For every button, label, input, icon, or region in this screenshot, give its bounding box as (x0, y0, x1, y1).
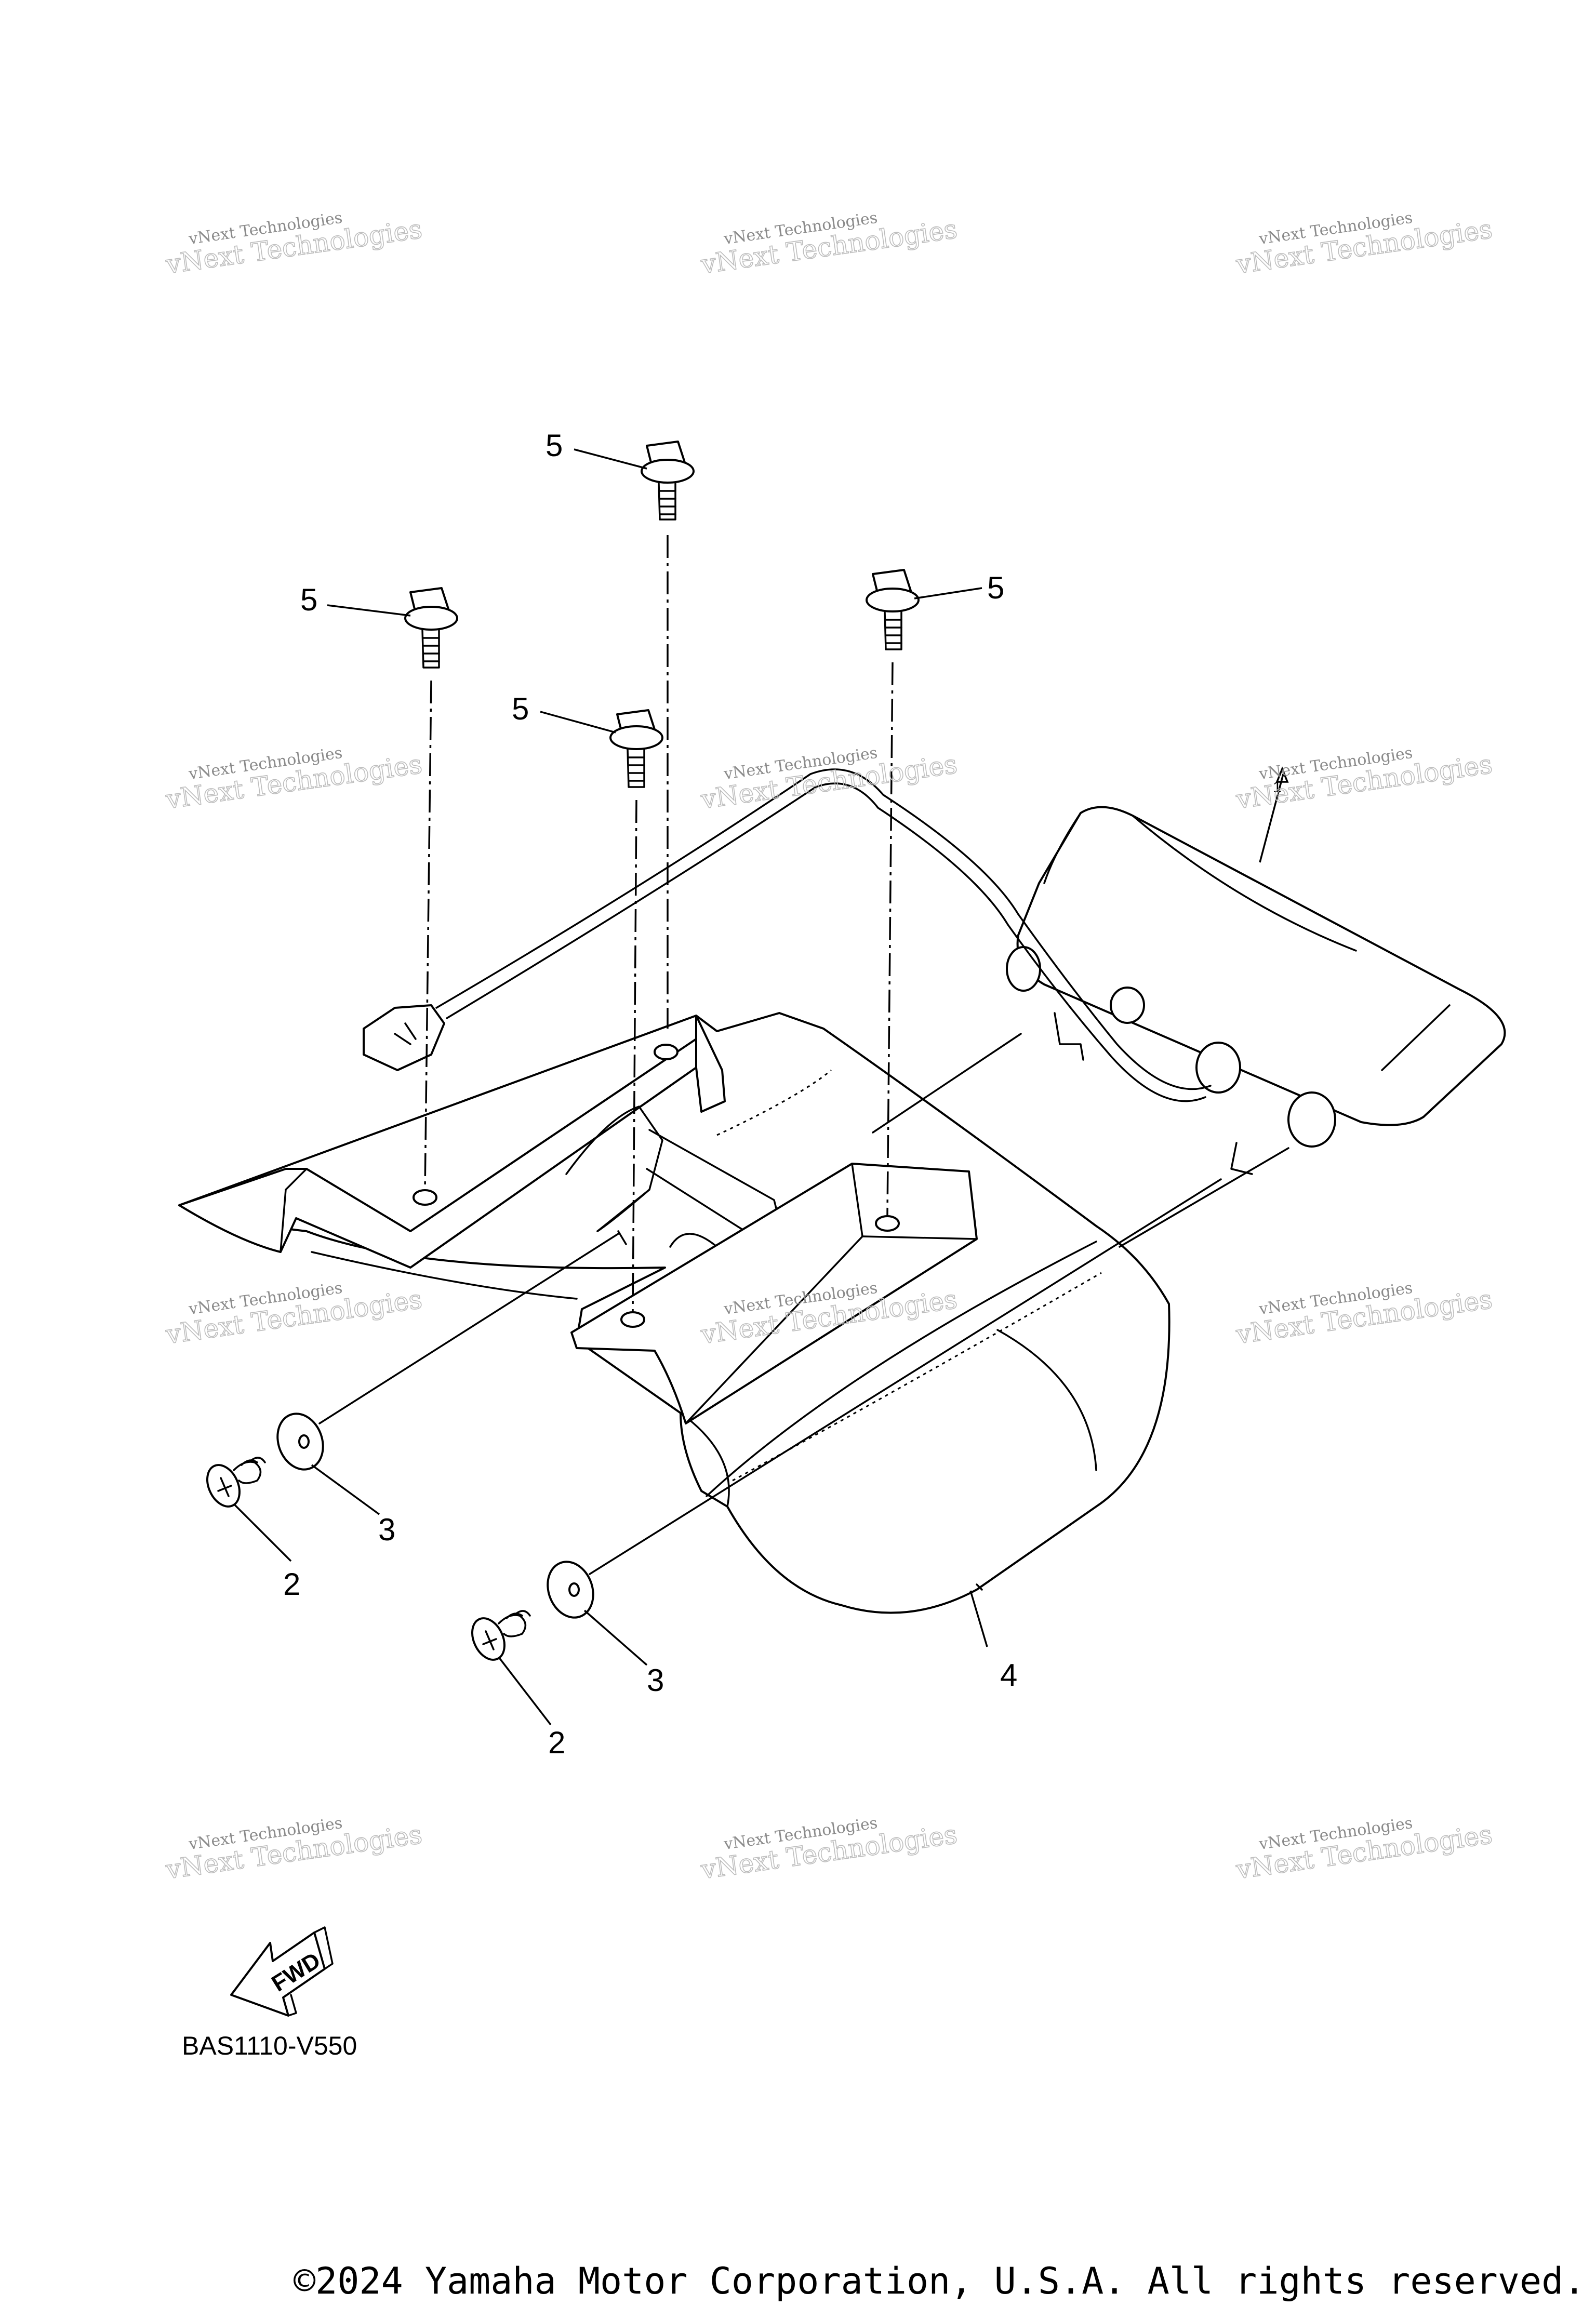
turn-signal-mount-center (1195, 1042, 1241, 1094)
watermark: vNext Technologies vNext Technologies (1233, 1814, 1495, 1886)
bolt-hole (413, 1189, 437, 1206)
screw-right (471, 1610, 531, 1661)
watermark: vNext Technologies vNext Technologies (1233, 1279, 1495, 1351)
callout-5-left: 5 (300, 582, 317, 617)
forward-direction-arrow: FWD (230, 1926, 334, 2017)
callout-5-right: 5 (987, 570, 1004, 605)
mount-boss (1110, 987, 1145, 1024)
copyright-notice: ©2024 Yamaha Motor Corporation, U.S.A. A… (294, 2260, 1585, 2302)
washer-left (276, 1413, 324, 1471)
tail-light-assembly (363, 768, 1506, 1175)
bolt-hole (620, 1311, 645, 1328)
diagram-code: BAS1110-V550 (182, 2031, 357, 2060)
flange-bolt-4 (609, 709, 663, 788)
wiring-connector (363, 1004, 445, 1071)
rear-fender (178, 1012, 1171, 1614)
callout-4: 4 (1000, 1658, 1017, 1693)
watermark: vNext Technologies vNext Technologies (698, 744, 960, 816)
turn-signal-mount-right (1287, 1091, 1336, 1148)
watermark: vNext Technologies vNext Technologies (698, 1814, 960, 1886)
bolt-hole (875, 1215, 900, 1232)
callout-2-left: 2 (283, 1567, 300, 1602)
watermark: vNext Technologies vNext Technologies (698, 209, 960, 281)
watermark: vNext Technologies vNext Technologies (1233, 209, 1495, 281)
screw-left (206, 1457, 266, 1508)
callout-3-left: 3 (378, 1512, 395, 1547)
turn-signal-mount-left (1006, 946, 1041, 992)
watermark: vNext Technologies vNext Technologies (163, 209, 424, 281)
callout-5-top: 5 (546, 428, 563, 463)
watermark: vNext Technologies vNext Technologies (1233, 744, 1495, 816)
callout-1: 1 (1273, 779, 1282, 796)
bolt-hole (654, 1044, 679, 1060)
callout-3-right: 3 (647, 1663, 664, 1698)
washer-right (547, 1561, 594, 1619)
flange-bolt-1 (641, 441, 695, 521)
watermark: vNext Technologies vNext Technologies (163, 744, 424, 816)
callout-5-middle: 5 (512, 691, 529, 726)
flange-bolt-3 (866, 569, 920, 650)
watermark: vNext Technologies vNext Technologies (163, 1279, 424, 1351)
callout-2-right: 2 (548, 1725, 565, 1760)
watermark: vNext Technologies vNext Technologies (163, 1814, 424, 1886)
flange-bolt-2 (404, 587, 458, 669)
